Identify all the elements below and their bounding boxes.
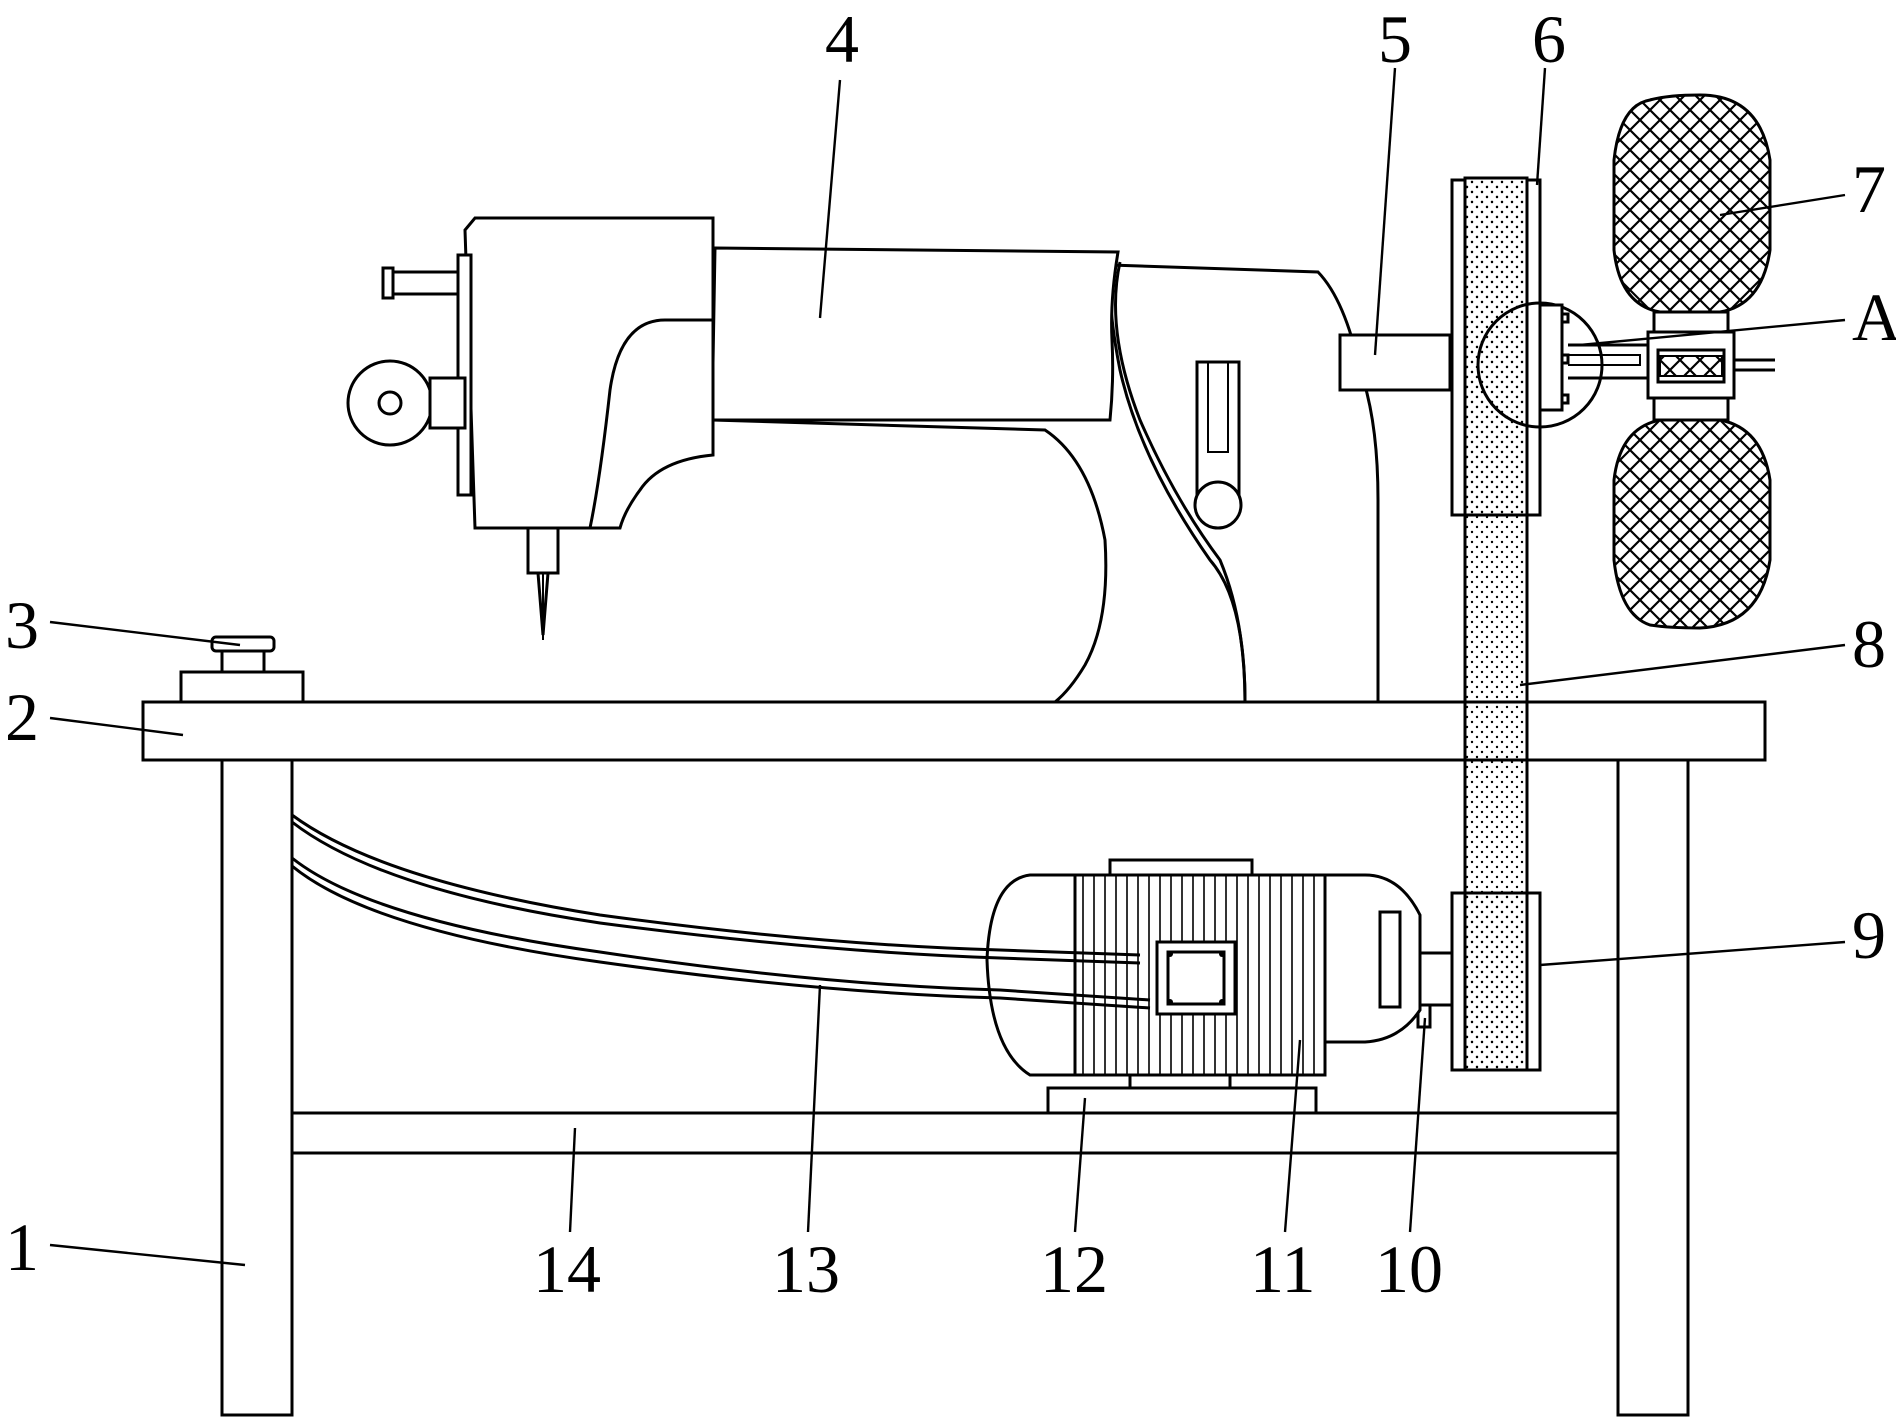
- label-5: 5: [1378, 1, 1412, 77]
- fan: [1612, 93, 1775, 630]
- label-7: 7: [1852, 151, 1886, 227]
- label-4: 4: [825, 1, 859, 77]
- label-13: 13: [772, 1231, 840, 1307]
- motor: [985, 858, 1422, 1077]
- label-14: 14: [533, 1231, 601, 1307]
- sewing-machine: [346, 216, 1380, 704]
- label-2: 2: [5, 679, 39, 755]
- label-8: 8: [1852, 606, 1886, 682]
- label-10: 10: [1375, 1231, 1443, 1307]
- label-3: 3: [5, 587, 39, 663]
- label-11: 11: [1250, 1231, 1315, 1307]
- leader-lines: [49, 67, 1846, 1267]
- cable: [291, 813, 1151, 1010]
- hub-assembly: [1538, 303, 1650, 412]
- label-9: 9: [1852, 897, 1886, 973]
- label-a: A: [1852, 279, 1896, 355]
- drive-shaft: [1338, 333, 1452, 392]
- left-leg: [220, 758, 294, 1417]
- label-1: 1: [5, 1209, 39, 1285]
- lower-pulley-back: [1450, 891, 1467, 1072]
- upper-pulley-front: [1525, 178, 1542, 517]
- knob-assembly: [179, 635, 305, 704]
- lower-pulley-front: [1525, 891, 1542, 1072]
- right-leg: [1616, 758, 1690, 1417]
- crossbar: [290, 1111, 1620, 1155]
- label-12: 12: [1040, 1231, 1108, 1307]
- upper-pulley-back: [1450, 178, 1467, 517]
- label-6: 6: [1532, 1, 1566, 77]
- motor-base: [1046, 1086, 1318, 1115]
